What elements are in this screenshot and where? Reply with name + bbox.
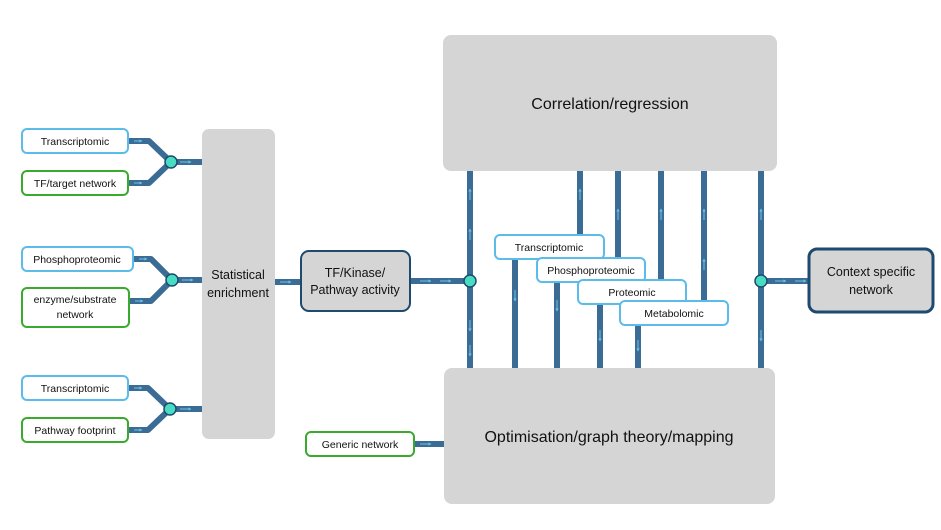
- correlation-regression-box: Correlation/regression: [443, 35, 777, 171]
- junction-node-output: [754, 274, 768, 288]
- omics-transcriptomic-label: Transcriptomic: [515, 242, 583, 254]
- omics-proteomic-label: Proteomic: [608, 287, 655, 299]
- connector-tf-target: [128, 159, 174, 186]
- junction-nodes: [163, 155, 768, 416]
- omics-transcriptomic: Transcriptomic: [494, 234, 605, 260]
- connector-transcriptomic-2: [128, 385, 173, 412]
- omics-metabolomic: Metabolomic: [619, 300, 729, 326]
- omics-phosphoproteomic-label: Phosphoproteomic: [547, 265, 635, 277]
- optimisation-box: Optimisation/graph theory/mapping: [444, 368, 775, 504]
- input-transcriptomic-2-label: Transcriptomic: [41, 383, 109, 395]
- context-specific-label-2: network: [849, 283, 894, 297]
- junction-node-3: [163, 402, 177, 416]
- input-pathway-footprint-label: Pathway footprint: [34, 425, 115, 437]
- statistical-enrichment-label-1: Statistical: [211, 268, 265, 282]
- junction-node-central: [463, 274, 477, 288]
- input-transcriptomic-2: Transcriptomic: [21, 375, 129, 401]
- statistical-enrichment-box: Statistical enrichment: [202, 129, 275, 439]
- input-phosphoproteomic-label: Phosphoproteomic: [33, 254, 121, 266]
- input-enzyme-substrate-label-2: network: [57, 309, 95, 321]
- generic-network-label: Generic network: [322, 439, 399, 451]
- context-specific-network-box: Context specific network: [807, 247, 935, 314]
- junction-node-1: [164, 155, 178, 169]
- correlation-regression-label: Correlation/regression: [531, 96, 688, 113]
- input-pathway-footprint: Pathway footprint: [21, 417, 129, 443]
- input-tf-target-network: TF/target network: [21, 170, 129, 196]
- connector-pathway-footprint: [128, 406, 173, 433]
- input-generic-network: Generic network: [305, 431, 415, 457]
- connector-enzyme-substrate: [129, 277, 175, 304]
- tf-kinase-label-1: TF/Kinase/: [325, 266, 386, 280]
- input-phosphoproteomic: Phosphoproteomic: [21, 246, 134, 272]
- omics-proteomic: Proteomic: [577, 279, 687, 305]
- tf-kinase-box: TF/Kinase/ Pathway activity: [300, 250, 411, 312]
- junction-node-2: [165, 273, 179, 287]
- statistical-enrichment-label-2: enrichment: [207, 286, 269, 300]
- connector-transcriptomic-1: [128, 138, 174, 165]
- context-specific-label-1: Context specific: [827, 265, 915, 279]
- omics-metabolomic-label: Metabolomic: [644, 308, 704, 320]
- input-enzyme-substrate-network: enzyme/substrate network: [21, 287, 130, 328]
- optimisation-label: Optimisation/graph theory/mapping: [484, 429, 733, 446]
- input-tf-target-network-label: TF/target network: [34, 178, 117, 190]
- input-enzyme-substrate-label-1: enzyme/substrate: [34, 294, 117, 306]
- input-transcriptomic-1-label: Transcriptomic: [41, 136, 109, 148]
- input-transcriptomic-1: Transcriptomic: [21, 128, 129, 154]
- omics-phosphoproteomic: Phosphoproteomic: [536, 257, 646, 283]
- tf-kinase-label-2: Pathway activity: [310, 283, 400, 297]
- flow-arrows: [134, 139, 807, 446]
